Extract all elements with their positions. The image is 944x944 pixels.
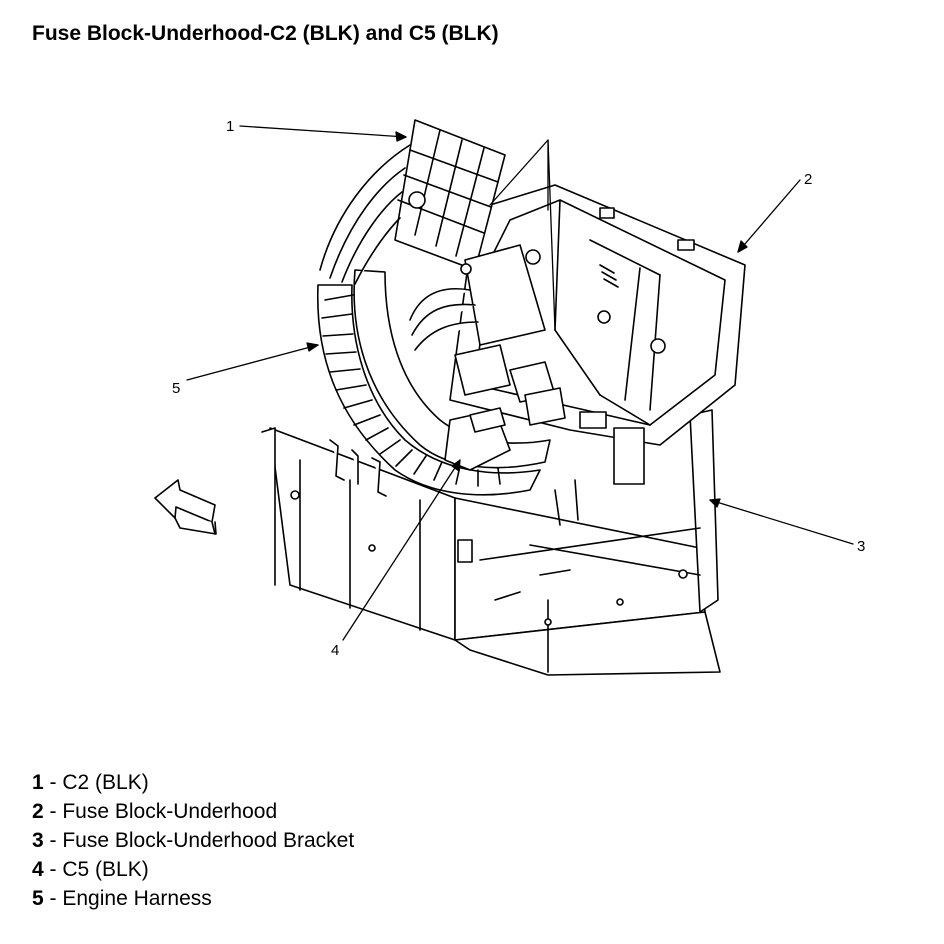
legend-text: Fuse Block-Underhood <box>62 800 278 823</box>
legend-text: Fuse Block-Underhood Bracket <box>62 829 355 852</box>
legend-item: 5 - Engine Harness <box>32 884 354 913</box>
direction-arrow-icon <box>154 479 217 535</box>
legend-item: 3 - Fuse Block-Underhood Bracket <box>32 826 354 855</box>
legend-item: 2 - Fuse Block-Underhood <box>32 797 354 826</box>
c5-connector-drawing <box>409 244 566 471</box>
legend-text: C2 (BLK) <box>62 771 149 794</box>
legend-number: 5 <box>32 887 44 910</box>
legend-text: Engine Harness <box>62 887 212 910</box>
bracket-drawing <box>261 409 721 676</box>
callout-1: 1 <box>226 118 234 135</box>
callout-3: 3 <box>857 538 865 555</box>
leader-lines <box>186 125 854 641</box>
legend-separator: - <box>43 887 63 910</box>
diagram-title: Fuse Block-Underhood-C2 (BLK) and C5 (BL… <box>32 22 499 45</box>
legend-number: 1 <box>32 771 44 794</box>
legend-separator: - <box>43 858 63 881</box>
legend-number: 2 <box>32 800 44 823</box>
legend-separator: - <box>43 771 63 794</box>
callout-5: 5 <box>172 380 180 397</box>
c2-connector-drawing <box>319 119 506 285</box>
legend-item: 4 - C5 (BLK) <box>32 855 354 884</box>
legend-number: 4 <box>32 858 44 881</box>
callout-4: 4 <box>331 642 339 659</box>
legend-separator: - <box>43 800 63 823</box>
engine-harness-drawing <box>316 269 551 496</box>
legend-text: C5 (BLK) <box>62 858 149 881</box>
legend: 1 - C2 (BLK) 2 - Fuse Block-Underhood 3 … <box>32 768 354 913</box>
callout-2: 2 <box>804 171 812 188</box>
legend-number: 3 <box>32 829 44 852</box>
legend-item: 1 - C2 (BLK) <box>32 768 354 797</box>
legend-separator: - <box>43 829 63 852</box>
